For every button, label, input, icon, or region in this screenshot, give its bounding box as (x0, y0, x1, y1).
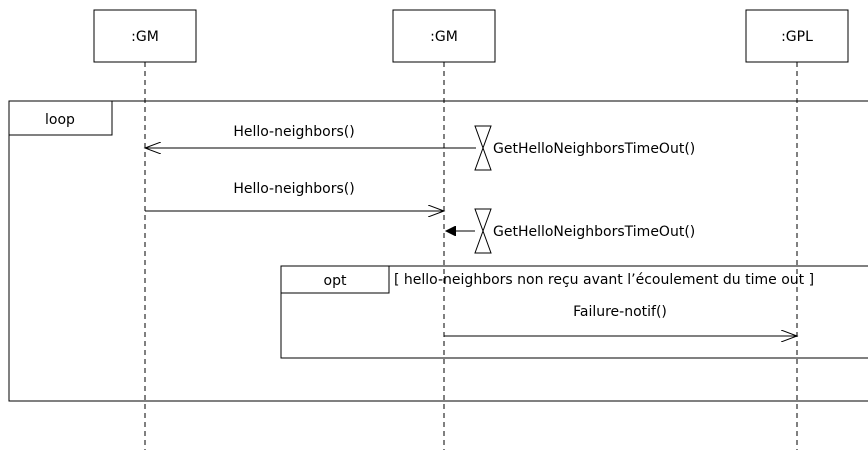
message-failure-notif-label: Failure-notif() (573, 304, 667, 320)
timer-1: GetHelloNeighborsTimeOut() (474, 125, 695, 171)
participant-gpl-label: :GPL (781, 29, 813, 45)
hourglass-icon (474, 125, 492, 171)
participant-gm-1-label: :GM (131, 29, 159, 45)
message-failure-notif: Failure-notif() (444, 304, 797, 336)
opt-fragment: opt [ hello-neighbors non reçu avant l’é… (280, 265, 868, 359)
loop-fragment: loop (8, 100, 868, 402)
message-hello-neighbors-1: Hello-neighbors() (145, 124, 476, 148)
loop-label: loop (45, 112, 75, 128)
participant-gm-2-label: :GM (430, 29, 458, 45)
participant-gm-2: :GM (392, 9, 496, 63)
participant-gm-1: :GM (93, 9, 197, 63)
message-hello-neighbors-2: Hello-neighbors() (145, 181, 444, 211)
opt-label: opt (324, 273, 347, 289)
participant-gpl: :GPL (745, 9, 849, 63)
message-hello-neighbors-1-label: Hello-neighbors() (233, 124, 354, 140)
message-hello-neighbors-2-label: Hello-neighbors() (233, 181, 354, 197)
hourglass-icon (474, 208, 492, 254)
timer-2-label: GetHelloNeighborsTimeOut() (493, 224, 695, 240)
timer-2: GetHelloNeighborsTimeOut() (446, 208, 695, 254)
timer-1-label: GetHelloNeighborsTimeOut() (493, 141, 695, 157)
opt-guard: [ hello-neighbors non reçu avant l’écoul… (394, 272, 814, 288)
